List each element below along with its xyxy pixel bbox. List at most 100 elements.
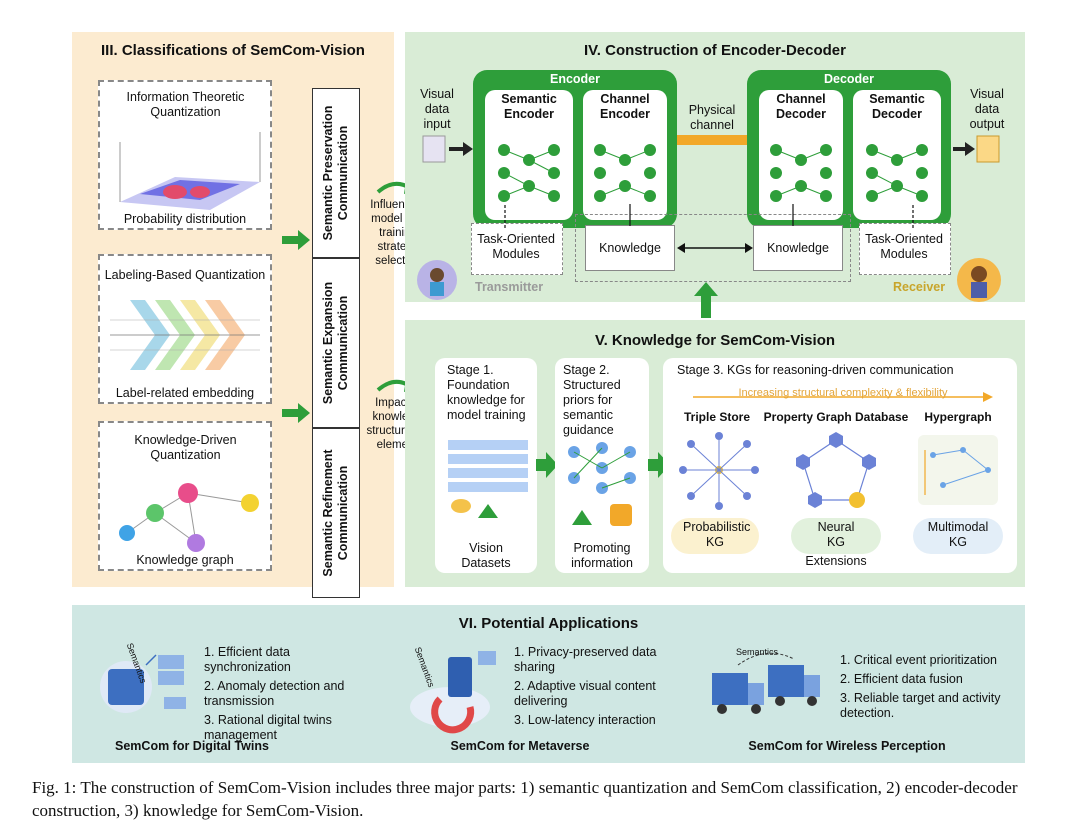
receiver-avatar <box>957 258 1001 302</box>
semantic-priors-illustration <box>568 442 636 526</box>
stage-arrow-2 <box>648 452 670 478</box>
physical-channel-label: Physical channel <box>688 103 736 132</box>
complexity-arrow <box>693 392 993 402</box>
kg3-caption: Multimodal KG <box>927 520 989 549</box>
box-title: Knowledge-Driven Quantization <box>134 433 237 462</box>
stage2-caption: Promoting information <box>571 541 633 570</box>
section-iii-title: III. Classifications of SemCom-Vision <box>101 42 365 59</box>
knowledge-right-label: Knowledge <box>767 241 829 255</box>
knowledge-dashed-frame <box>575 214 851 282</box>
stage2-text: Stage 2. Structured priors for semantic … <box>563 363 621 437</box>
box-caption: Probability distribution <box>123 212 247 226</box>
vertical-label: Semantic Expansion Communication <box>321 281 350 405</box>
semcom-category-expansion: Semantic Expansion Communication <box>312 258 360 428</box>
channel-decoder-label: Channel Decoder <box>775 92 827 121</box>
kg1-caption-bg <box>671 518 759 554</box>
stage1-caption: Vision Datasets <box>461 541 511 570</box>
knowledge-to-decoder-arrow <box>694 282 718 318</box>
digital-twins-illustration <box>100 654 186 713</box>
quantization-box-labeling: Labeling-Based Quantization Label-relate… <box>98 254 272 404</box>
knowledge-left-label: Knowledge <box>599 241 661 255</box>
decoder-block: Decoder Channel Decoder Semantic Decoder <box>747 70 951 228</box>
semcom-category-refinement: Semantic Refinement Communication <box>312 428 360 598</box>
app3-item-2: 2. Efficient data fusion <box>840 672 963 686</box>
app2-list: 1. Privacy-preserved data sharing 2. Ada… <box>514 645 690 728</box>
section-v-title: V. Knowledge for SemCom-Vision <box>594 332 836 349</box>
kg2-caption: Neural KG <box>817 520 855 549</box>
task-modules-right-label: Task-Oriented Modules <box>865 232 943 261</box>
box-title: Labeling-Based Quantization <box>104 268 266 282</box>
semantic-encoder-label: Semantic Encoder <box>501 92 557 121</box>
stage2-card: Stage 2. Structured priors for semantic … <box>555 358 649 573</box>
input-image-icon <box>422 135 473 163</box>
stage3-card: Stage 3. KGs for reasoning-driven commun… <box>663 358 1017 573</box>
neural-network-icon <box>866 144 928 202</box>
metaverse-illustration <box>410 651 496 734</box>
neural-network-icon <box>770 144 832 202</box>
stage3-text: Stage 3. KGs for reasoning-driven commun… <box>677 363 954 377</box>
complexity-arrow-label: Increasing structural complexity & flexi… <box>738 387 948 399</box>
semantic-decoder-label: Semantic Decoder <box>869 92 925 121</box>
quantization-box-info-theoretic: Information Theoretic Quantization Proba… <box>98 80 272 230</box>
vertical-label: Semantic Refinement Communication <box>321 449 350 577</box>
vision-datasets-illustration <box>448 440 528 518</box>
app1-list: 1. Efficient data synchronization 2. Ano… <box>204 645 380 743</box>
app1-label: SemCom for Digital Twins <box>115 739 269 753</box>
knowledge-graph-illustration <box>119 483 259 552</box>
box-caption: Label-related embedding <box>115 386 255 400</box>
box-title: Information Theoretic Quantization <box>126 90 245 119</box>
green-arrow-2 <box>282 403 310 423</box>
task-modules-left-label: Task-Oriented Modules <box>477 232 555 261</box>
app2-item-2: 2. Adaptive visual content delivering <box>514 679 656 708</box>
knowledge-box-left: Knowledge <box>585 225 675 271</box>
box-caption: Knowledge graph <box>136 553 234 567</box>
task-modules-left: Task-Oriented Modules <box>471 223 563 275</box>
channel-decoder: Channel Decoder <box>759 90 843 220</box>
semcom-category-preservation: Semantic Preservation Communication <box>312 88 360 258</box>
app3-label: SemCom for Wireless Perception <box>748 739 946 753</box>
stage1-card: Stage 1. Foundation knowledge for model … <box>435 358 537 573</box>
kg2-caption-bg <box>791 518 881 554</box>
neural-network-icon <box>594 144 656 202</box>
section-iv-title: IV. Construction of Encoder-Decoder <box>584 42 846 59</box>
app2-item-1: 1. Privacy-preserved data sharing <box>514 645 657 674</box>
kg2-title: Property Graph Database <box>763 410 909 424</box>
encoder-block: Encoder Semantic Encoder Channel Encoder <box>473 70 677 228</box>
triple-store-illustration <box>679 432 759 510</box>
figure-caption: Fig. 1: The construction of SemCom-Visio… <box>32 778 1018 820</box>
app1-item-3: 3. Rational digital twins management <box>204 713 332 742</box>
semantic-encoder: Semantic Encoder <box>485 90 573 220</box>
transmitter-avatar <box>417 260 457 300</box>
task-modules-right: Task-Oriented Modules <box>859 223 951 275</box>
connector-lines <box>504 204 914 228</box>
knowledge-box-right: Knowledge <box>753 225 843 271</box>
transmitter-label: Transmitter <box>475 280 544 294</box>
visual-data-output-label: Visual data output <box>969 87 1005 131</box>
stage-arrow-1 <box>536 452 558 478</box>
kg3-caption-bg <box>913 518 1003 554</box>
physical-channel-arrow <box>677 135 747 145</box>
decoder-label: Decoder <box>823 72 875 86</box>
kg1-title: Triple Store <box>683 410 751 424</box>
channel-encoder: Channel Encoder <box>583 90 667 220</box>
wireless-perception-illustration <box>712 652 820 714</box>
receiver-label: Receiver <box>893 280 946 294</box>
app2-item-3: 3. Low-latency interaction <box>514 713 656 727</box>
visual-data-input-label: Visual data input <box>420 87 454 131</box>
property-graph-illustration <box>796 432 876 508</box>
label-embedding-illustration <box>110 300 260 370</box>
quantization-box-knowledge: Knowledge-Driven Quantization Knowledge … <box>98 421 272 571</box>
encoder-label: Encoder <box>549 72 600 86</box>
kg3-title: Hypergraph <box>924 410 992 424</box>
app3-list: 1. Critical event prioritization 2. Effi… <box>840 653 1016 721</box>
vertical-label: Semantic Preservation Communication <box>321 105 350 241</box>
probability-distribution-illustration <box>119 132 261 210</box>
output-image-icon <box>953 135 1000 163</box>
channel-encoder-label: Channel Encoder <box>599 92 650 121</box>
app2-label: SemCom for Metaverse <box>450 739 590 753</box>
app1-item-2: 2. Anomaly detection and transmission <box>204 679 345 708</box>
section-v-panel: V. Knowledge for SemCom-Vision Stage 1. … <box>405 320 1025 587</box>
app3-item-3: 3. Reliable target and activity detectio… <box>840 691 1001 720</box>
section-vi-panel: VI. Potential Applications Semantics 1. … <box>72 605 1025 763</box>
section-iii-panel: III. Classifications of SemCom-Vision In… <box>72 32 394 598</box>
